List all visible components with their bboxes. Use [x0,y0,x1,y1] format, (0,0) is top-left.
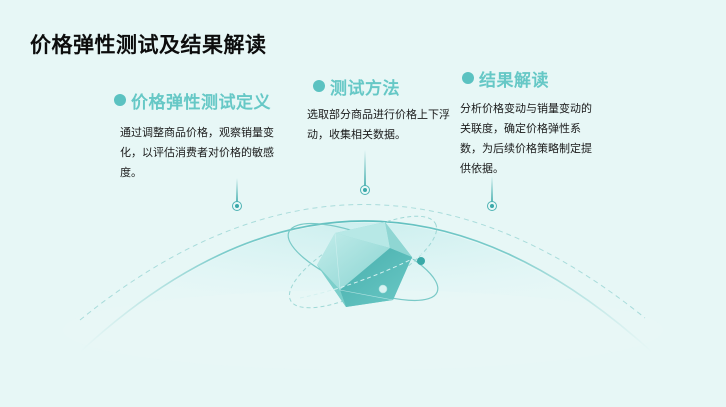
timeline-node-icon [487,201,497,211]
connector-line [364,150,366,186]
section-body-text: 分析价格变动与销量变动的关联度，确定价格弹性系数，为后续价格策略制定提供依据。 [460,102,592,175]
timeline-node-icon [360,185,370,195]
section-heading-text: 价格弹性测试定义 [131,93,271,113]
connector-line [236,178,238,202]
bullet-dot-icon [313,80,325,92]
section-body-text: 通过调整商品价格，观察销量变化，以评估消费者对价格的敏感度。 [120,126,274,179]
section-heading: 结果解读 [462,67,602,91]
page-title: 价格弹性测试及结果解读 [30,33,267,57]
section-method: 测试方法 选取部分商品进行价格上下浮动，收集相关数据。 [307,75,458,145]
connector-line [491,176,493,202]
section-body-text: 选取部分商品进行价格上下浮动，收集相关数据。 [307,108,450,141]
section-heading: 测试方法 [313,75,458,99]
section-results: 结果解读 分析价格变动与销量变动的关联度，确定价格弹性系数，为后续价格策略制定提… [460,67,602,179]
section-heading: 价格弹性测试定义 [114,89,286,113]
bullet-dot-icon [462,72,474,84]
bullet-dot-icon [114,94,126,106]
section-heading-text: 结果解读 [479,71,549,91]
timeline-node-icon [232,201,242,211]
section-heading-text: 测试方法 [330,79,400,99]
icosahedron-icon [317,222,412,307]
section-definition: 价格弹性测试定义 通过调整商品价格，观察销量变化，以评估消费者对价格的敏感度。 [114,89,286,183]
